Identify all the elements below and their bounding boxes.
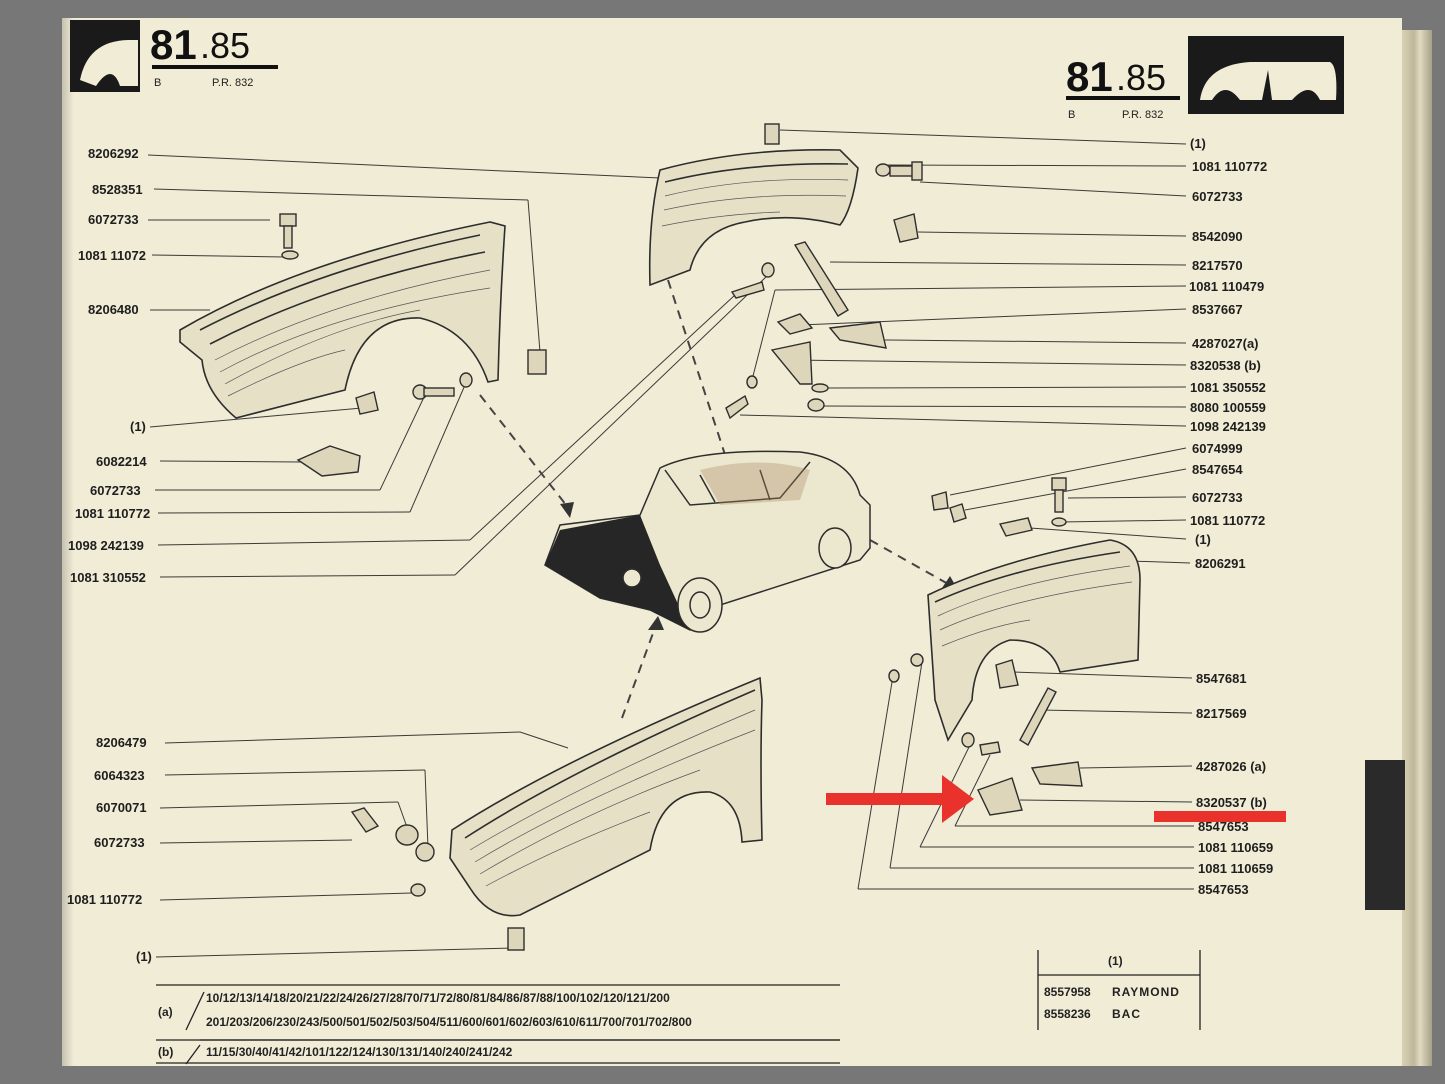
red-underline [1154, 811, 1286, 822]
part-label-left-15: 1081 110772 [67, 892, 143, 907]
part-label-right-18: 8547681 [1196, 671, 1247, 686]
part-label-right-6: 8537667 [1192, 302, 1243, 317]
variant-right: B [1068, 109, 1076, 121]
part-label-left-1: 8528351 [92, 182, 143, 197]
part-label-left-11: 8206479 [96, 735, 147, 750]
part-label-left-2: 6072733 [88, 212, 139, 227]
applicability-b-label: (b) [158, 1045, 174, 1059]
supplier-name-1: RAYMOND [1112, 985, 1180, 999]
part-label-left-7: 6072733 [90, 483, 141, 498]
part-label-right-8: 8320538 (b) [1190, 358, 1261, 373]
part-label-right-22: 8547653 [1198, 819, 1249, 834]
part-label-right-16: (1) [1195, 532, 1211, 547]
part-label-right-2: 6072733 [1192, 189, 1243, 204]
applicability-a-row1: 10/12/13/14/18/20/21/22/24/26/27/28/70/7… [206, 991, 670, 1005]
supplier-name-2: BAC [1112, 1007, 1141, 1021]
supplier-part-1: 8557958 [1044, 985, 1091, 999]
part-label-left-12: 6064323 [94, 768, 145, 783]
part-label-left-4: 8206480 [88, 302, 139, 317]
part-label-right-17: 8206291 [1195, 556, 1246, 571]
part-label-right-5: 1081 110479 [1189, 279, 1265, 294]
part-label-left-0: 8206292 [88, 146, 139, 161]
part-label-right-21: 8320537 (b) [1196, 795, 1267, 810]
part-label-right-20: 4287026 (a) [1196, 759, 1267, 774]
ref-right: P.R. 832 [1122, 109, 1164, 121]
part-label-left-13: 6070071 [96, 800, 147, 815]
part-label-right-23: 1081 110659 [1198, 840, 1274, 855]
section-number-major-right: 81 [1066, 53, 1113, 100]
part-label-right-10: 8080 100559 [1190, 400, 1266, 415]
part-label-right-9: 1081 350552 [1190, 380, 1266, 395]
part-label-right-14: 6072733 [1192, 490, 1243, 505]
applicability-a-label: (a) [158, 1005, 173, 1019]
part-label-right-25: 8547653 [1198, 882, 1249, 897]
part-label-right-0: (1) [1190, 136, 1206, 151]
section-number-minor-left: .85 [200, 25, 251, 66]
section-number-major-left: 81 [150, 21, 197, 68]
supplier-part-2: 8558236 [1044, 1007, 1091, 1021]
part-label-left-14: 6072733 [94, 835, 145, 850]
part-label-left-8: 1081 110772 [75, 506, 151, 521]
applicability-b-row: 11/15/30/40/41/42/101/122/124/130/131/14… [206, 1045, 513, 1059]
part-label-left-3: 1081 11072 [78, 248, 146, 263]
red-arrow-icon [826, 775, 974, 823]
page-stack-edge [1402, 30, 1432, 1066]
part-label-right-7: 4287027(a) [1192, 336, 1259, 351]
variant-left: B [154, 77, 162, 89]
part-label-right-1: 1081 110772 [1192, 159, 1268, 174]
section-tab-mark [1365, 760, 1405, 910]
binding-shadow [62, 18, 74, 1066]
part-label-right-12: 6074999 [1192, 441, 1243, 456]
part-label-right-11: 1098 242139 [1190, 419, 1266, 434]
part-label-left-6: 6082214 [96, 454, 147, 469]
part-label-right-13: 8547654 [1192, 462, 1243, 477]
part-label-right-19: 8217569 [1196, 706, 1247, 721]
part-label-left-10: 1081 310552 [70, 570, 146, 585]
part-label-left-5: (1) [130, 419, 146, 434]
part-label-left-16: (1) [136, 949, 152, 964]
section-number-minor-right: .85 [1116, 57, 1167, 98]
part-label-left-9: 1098 242139 [68, 538, 144, 553]
ref-left: P.R. 832 [212, 77, 254, 89]
applicability-a-row2: 201/203/206/230/243/500/501/502/503/504/… [206, 1015, 692, 1029]
part-label-right-15: 1081 110772 [1190, 513, 1266, 528]
part-label-right-3: 8542090 [1192, 229, 1243, 244]
supplier-note: (1) [1108, 954, 1123, 968]
part-label-right-24: 1081 110659 [1198, 861, 1274, 876]
part-label-right-4: 8217570 [1192, 258, 1243, 273]
